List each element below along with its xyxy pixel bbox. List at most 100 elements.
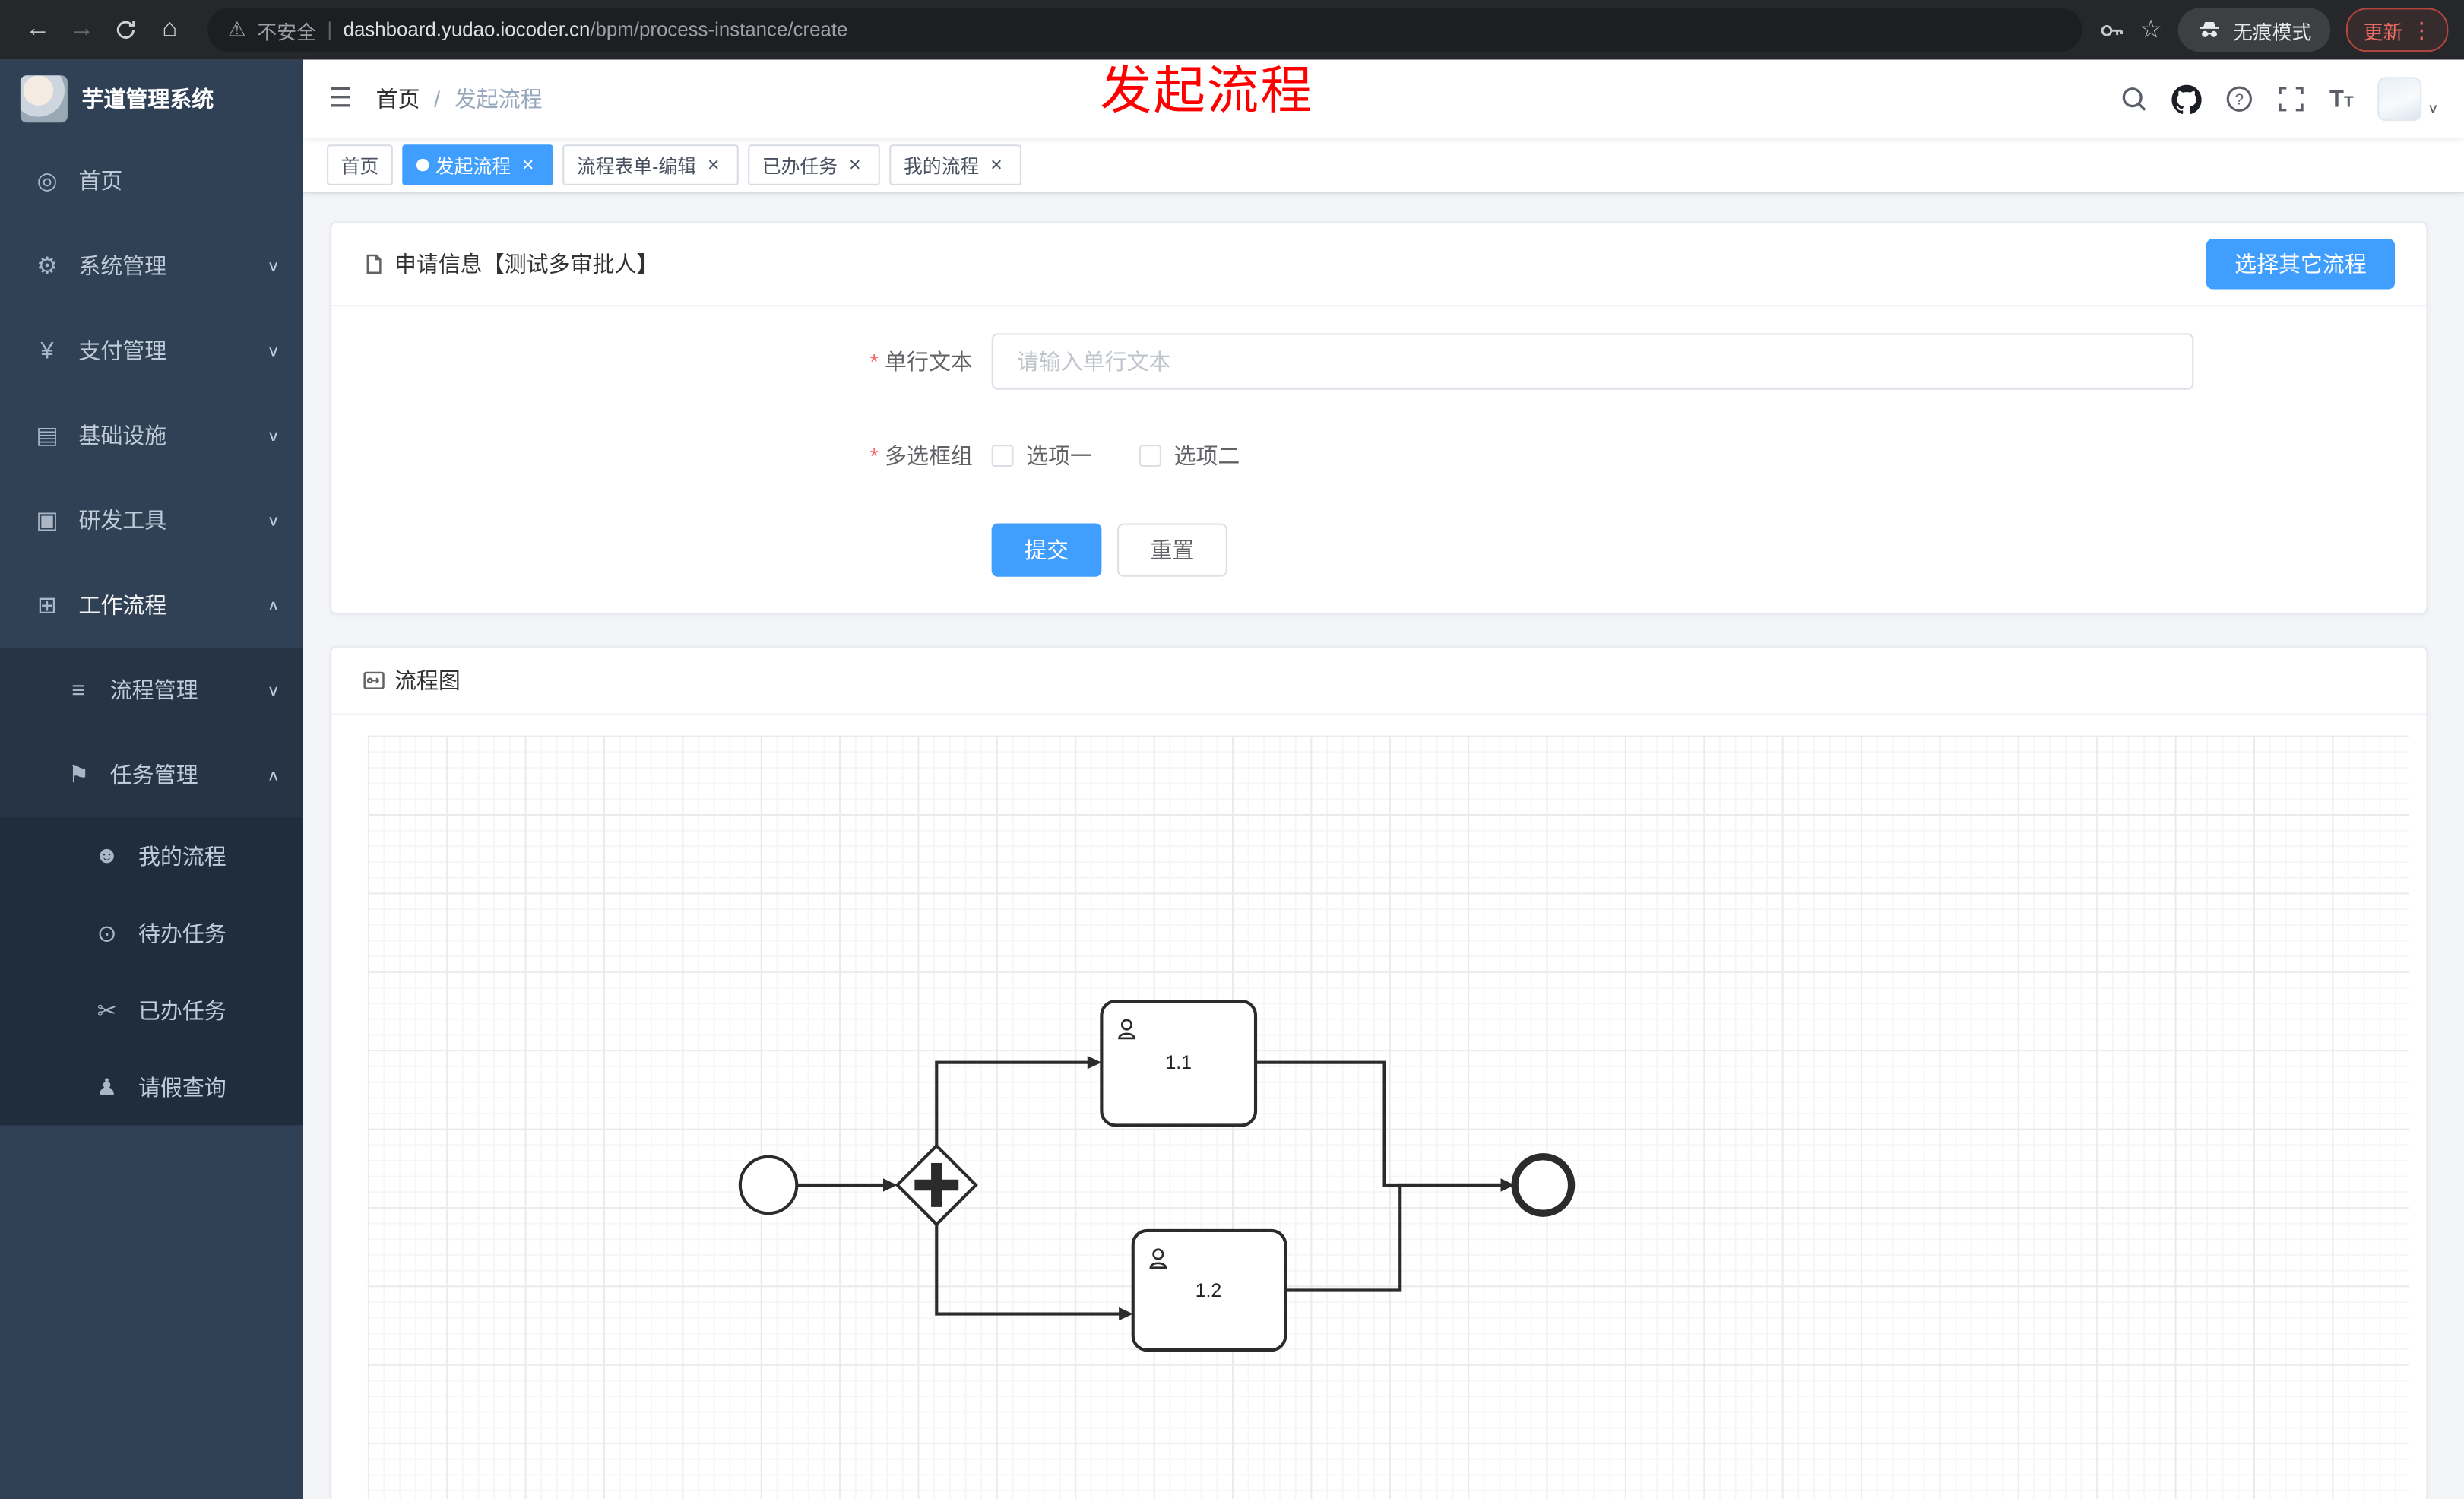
browser-refresh-button[interactable]: [103, 8, 147, 52]
single-line-text-label: 单行文本: [885, 349, 973, 375]
bpmn-arrowheads: [882, 1056, 1515, 1321]
tab-home[interactable]: 首页: [327, 144, 393, 185]
form-actions-row: 提交 重置: [331, 521, 2426, 578]
help-button[interactable]: ?: [2226, 85, 2254, 113]
chevron-down-icon: ∨: [267, 258, 280, 274]
sidebar-item-label: 待办任务: [138, 920, 226, 946]
sidebar-item-dev-tools[interactable]: ▣ 研发工具 ∨: [0, 477, 304, 563]
tab-my-process[interactable]: 我的流程 ×: [889, 144, 1022, 185]
close-icon[interactable]: ×: [521, 152, 534, 176]
card-title-row: 流程图: [363, 665, 461, 696]
chevron-down-icon: ∨: [267, 683, 280, 699]
process-diagram-card: 流程图: [330, 645, 2428, 1499]
github-button[interactable]: [2172, 84, 2203, 114]
app-title: 芋道管理系统: [81, 86, 214, 112]
bpmn-start-event[interactable]: [738, 1155, 799, 1215]
sidebar-item-system-management[interactable]: ⚙ 系统管理 ∨: [0, 223, 304, 309]
sidebar-item-label: 研发工具: [78, 507, 167, 533]
list-icon: ≡: [71, 677, 86, 704]
breadcrumb-separator: /: [434, 86, 441, 112]
close-icon[interactable]: ×: [707, 152, 720, 176]
sidebar-item-label: 已办任务: [138, 997, 226, 1022]
search-button[interactable]: [2120, 85, 2149, 113]
page-url: dashboard.yudao.iocoder.cn/bpm/process-i…: [344, 19, 848, 41]
user-menu[interactable]: ∨: [2377, 77, 2439, 122]
flow-task2-to-end: [1285, 1183, 1504, 1292]
sidebar-item-label: 首页: [78, 168, 123, 194]
bpmn-end-event[interactable]: [1511, 1153, 1576, 1217]
tab-label: 已办任务: [762, 154, 838, 177]
reset-button[interactable]: 重置: [1117, 523, 1227, 577]
browser-back-button[interactable]: ←: [16, 8, 60, 52]
document-icon: [366, 254, 382, 274]
checkbox-option-2[interactable]: 选项二: [1139, 440, 1240, 471]
checkbox-box: [991, 445, 1014, 467]
sidebar-item-done-tasks[interactable]: ✂ 已办任务: [0, 971, 304, 1049]
bookmark-button[interactable]: ☆: [2139, 14, 2162, 46]
fullscreen-icon: [2279, 87, 2304, 112]
key-icon: [2100, 24, 2123, 36]
close-icon[interactable]: ×: [849, 152, 861, 176]
grid-icon: ▤: [36, 423, 59, 450]
sidebar-item-leave-query[interactable]: ♟ 请假查询: [0, 1048, 304, 1126]
address-bar[interactable]: ⚠ 不安全 | dashboard.yudao.iocoder.cn/bpm/p…: [207, 8, 2082, 52]
app-logo[interactable]: 芋道管理系统: [0, 60, 303, 138]
bpmn-canvas[interactable]: 1.1 1.2: [367, 735, 2409, 1499]
sidebar-item-label: 工作流程: [78, 592, 167, 618]
dashboard-icon: ◎: [36, 168, 58, 195]
field-label: *多选框组: [331, 440, 991, 471]
browser-menu-icon[interactable]: ⋮: [2410, 16, 2433, 42]
home-icon: ⌂: [162, 15, 178, 43]
toolbox-icon: ▣: [36, 507, 59, 534]
sidebar-item-infrastructure[interactable]: ▤ 基础设施 ∨: [0, 392, 304, 478]
password-key-button[interactable]: [2097, 17, 2124, 43]
sidebar-item-label: 流程管理: [109, 677, 198, 703]
checkbox-box: [1139, 445, 1161, 467]
submit-button[interactable]: 提交: [991, 523, 1102, 577]
diagram-body: 1.1 1.2: [331, 715, 2426, 1499]
sidebar-item-workflow[interactable]: ⊞ 工作流程 ∧: [0, 563, 304, 648]
browser-forward-button[interactable]: →: [60, 8, 104, 52]
sidebar-item-label: 系统管理: [78, 252, 167, 278]
sidebar-item-process-management[interactable]: ≡ 流程管理 ∨: [0, 647, 304, 733]
security-label[interactable]: 不安全: [257, 21, 316, 43]
choose-other-process-button[interactable]: 选择其它流程: [2206, 239, 2396, 290]
sidebar-item-task-management[interactable]: ⚑ 任务管理 ∧: [0, 732, 304, 818]
sidebar-item-label: 我的流程: [138, 843, 226, 869]
sidebar-item-todo-tasks[interactable]: ⊙ 待办任务: [0, 894, 304, 971]
breadcrumb-home[interactable]: 首页: [375, 86, 420, 112]
scissors-icon: ✂: [97, 997, 117, 1025]
diagram-card-title: 流程图: [394, 667, 461, 693]
close-icon[interactable]: ×: [990, 152, 1002, 176]
sidebar-menu: ◎ 首页 ⚙ 系统管理 ∨ ¥ 支付管理 ∨ ▤ 基础设施 ∨: [0, 138, 304, 1126]
single-line-text-input[interactable]: [991, 333, 2194, 390]
bpmn-user-task-1[interactable]: [1100, 999, 1258, 1127]
sidebar-item-label: 请假查询: [138, 1074, 226, 1100]
sidebar-item-home[interactable]: ◎ 首页: [0, 138, 304, 223]
fullscreen-button[interactable]: [2278, 85, 2306, 113]
svg-text:?: ?: [2235, 91, 2244, 109]
sidebar-item-payment-management[interactable]: ¥ 支付管理 ∨: [0, 308, 304, 393]
sidebar-toggle-icon[interactable]: ☰: [328, 83, 353, 113]
workflow-icon: ⊞: [37, 592, 58, 620]
browser-home-button[interactable]: ⌂: [147, 8, 192, 52]
tab-done-tasks[interactable]: 已办任务 ×: [748, 144, 880, 185]
browser-update-button[interactable]: 更新 ⋮: [2345, 8, 2449, 52]
bpmn-user-task-2[interactable]: [1131, 1228, 1287, 1352]
task-2-label: 1.2: [1196, 1281, 1221, 1301]
star-icon: ☆: [2139, 17, 2162, 44]
sidebar-item-my-process[interactable]: ☻ 我的流程: [0, 817, 304, 895]
top-navbar: ☰ 首页 / 发起流程: [303, 59, 2464, 138]
flag-icon: ⚑: [68, 762, 90, 789]
checkbox-option-1[interactable]: 选项一: [991, 440, 1092, 471]
bpmn-diagram: 1.1 1.2: [738, 999, 1576, 1352]
tab-process-form-edit[interactable]: 流程表单-编辑 ×: [562, 144, 739, 185]
application-card-title: 申请信息【测试多审批人】: [394, 251, 659, 277]
yen-icon: ¥: [40, 337, 54, 364]
flow-task1-to-end: [1256, 1060, 1504, 1187]
sidebar-item-label: 基础设施: [78, 423, 167, 448]
url-path: /bpm/process-instance/create: [590, 18, 848, 41]
font-size-icon[interactable]: TT: [2329, 85, 2354, 113]
tab-start-process[interactable]: 发起流程 ×: [402, 144, 553, 185]
